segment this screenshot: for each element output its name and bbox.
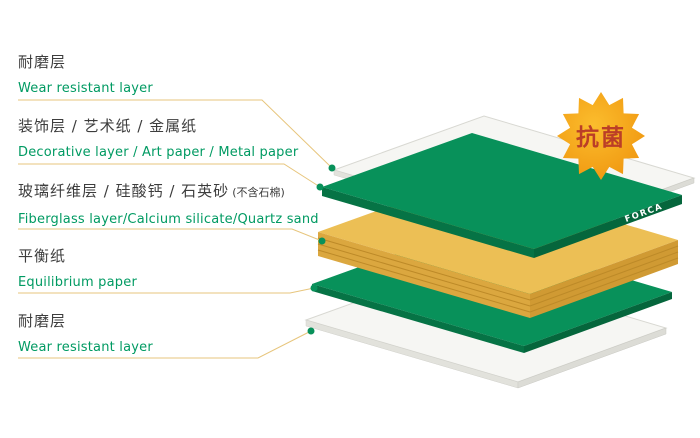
label-zh: 耐磨层 bbox=[18, 53, 67, 71]
layer-shape-decorative: FORCA bbox=[322, 133, 682, 258]
label-en: Wear resistant layer bbox=[18, 81, 153, 96]
antibacterial-badge: 抗菌 bbox=[557, 92, 645, 180]
starburst-icon bbox=[557, 92, 645, 180]
label-en: Wear resistant layer bbox=[18, 340, 153, 355]
core-sheet-stripes bbox=[317, 237, 679, 313]
layer-label-equilibrium: 平衡纸 Equilibrium paper bbox=[18, 246, 137, 291]
leader-line-equilibrium bbox=[18, 287, 315, 294]
label-zh: 耐磨层 bbox=[18, 312, 67, 330]
layer-dot bbox=[328, 164, 336, 172]
label-zh: 玻璃纤维层 / 硅酸钙 / 石英砂(不含石棉) bbox=[18, 181, 319, 203]
layer-label-wear-top: 耐磨层 Wear resistant layer bbox=[18, 52, 153, 97]
label-zh: 平衡纸 bbox=[18, 247, 67, 265]
label-en: Decorative layer / Art paper / Metal pap… bbox=[18, 145, 299, 160]
layer-dot bbox=[316, 183, 324, 191]
label-zh: 装饰层 / 艺术纸 / 金属纸 bbox=[18, 117, 198, 135]
leader-line-decorative bbox=[18, 163, 321, 188]
leader-line-wear-bottom bbox=[18, 330, 312, 359]
layer-label-core: 玻璃纤维层 / 硅酸钙 / 石英砂(不含石棉) Fiberglass layer… bbox=[18, 181, 319, 228]
label-zh-note: (不含石棉) bbox=[232, 186, 285, 199]
layer-dot bbox=[310, 284, 318, 292]
leader-line-wear-top bbox=[18, 99, 333, 169]
badge-label: 抗菌 bbox=[576, 124, 626, 151]
layer-label-decorative: 装饰层 / 艺术纸 / 金属纸 Decorative layer / Art p… bbox=[18, 116, 298, 161]
layer-dot bbox=[307, 327, 315, 335]
layer-dots bbox=[307, 164, 336, 335]
label-zh-main: 玻璃纤维层 / 硅酸钙 / 石英砂 bbox=[18, 182, 230, 200]
label-en: Fiberglass layer/Calcium silicate/Quartz… bbox=[18, 212, 319, 227]
leader-lines bbox=[18, 99, 333, 359]
layer-dot bbox=[318, 237, 326, 245]
layer-label-wear-bottom: 耐磨层 Wear resistant layer bbox=[18, 311, 153, 356]
leader-line-core bbox=[18, 228, 323, 242]
label-en: Equilibrium paper bbox=[18, 275, 137, 290]
